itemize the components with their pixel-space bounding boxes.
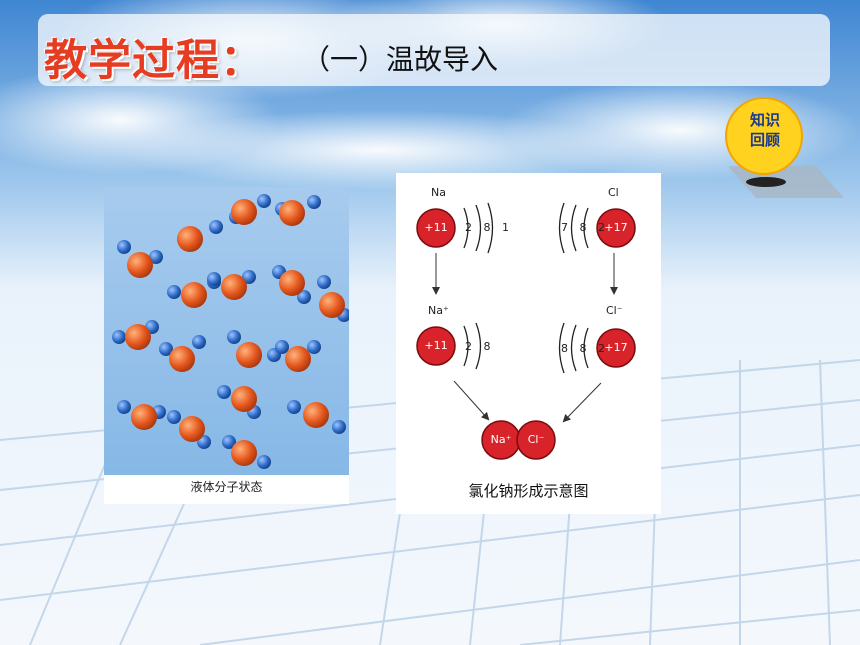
cl-ion-charge: +17 [604, 341, 628, 354]
nacl-cl-ion [516, 420, 556, 460]
knowledge-review-badge[interactable] [716, 94, 850, 204]
na-ion-charge: +11 [424, 339, 448, 352]
liquid-state-caption: 液体分子状态 [190, 480, 263, 494]
badge-line-2: 回顾 [749, 131, 780, 149]
title-bar [38, 14, 830, 86]
badge-label: 知识 回顾 [738, 110, 792, 150]
na-atom-nucleus [416, 208, 456, 248]
cl-atom-nucleus [596, 208, 636, 248]
cl-atom-charge: +17 [604, 221, 628, 234]
page-title: 教学过程： [44, 36, 264, 86]
na-atom-shells: 2 8 1 [465, 221, 513, 234]
liquid-molecules-image [104, 187, 349, 504]
nacl-na-label: Na⁺ [490, 433, 512, 446]
na-atom-label: Na [431, 186, 446, 199]
nacl-cl-label: Cl⁻ [527, 433, 545, 446]
cl-ion-label: Cl⁻ [606, 304, 623, 317]
cl-ion-shells: 8 8 2 [561, 342, 609, 355]
nacl-formation-diagram [396, 173, 661, 514]
na-ion-label: Na⁺ [428, 304, 449, 317]
na-atom-charge: +11 [424, 221, 448, 234]
cl-atom-label: Cl [608, 186, 619, 199]
cl-atom-shells: 7 8 2 [561, 221, 609, 234]
nacl-caption: 氯化钠形成示意图 [468, 482, 589, 500]
page-subtitle: （一）温故导入 [302, 43, 499, 76]
na-ion-nucleus [416, 326, 456, 366]
cl-ion-nucleus [596, 328, 636, 368]
badge-line-1: 知识 [749, 111, 780, 129]
na-ion-shells: 2 8 [465, 340, 495, 353]
